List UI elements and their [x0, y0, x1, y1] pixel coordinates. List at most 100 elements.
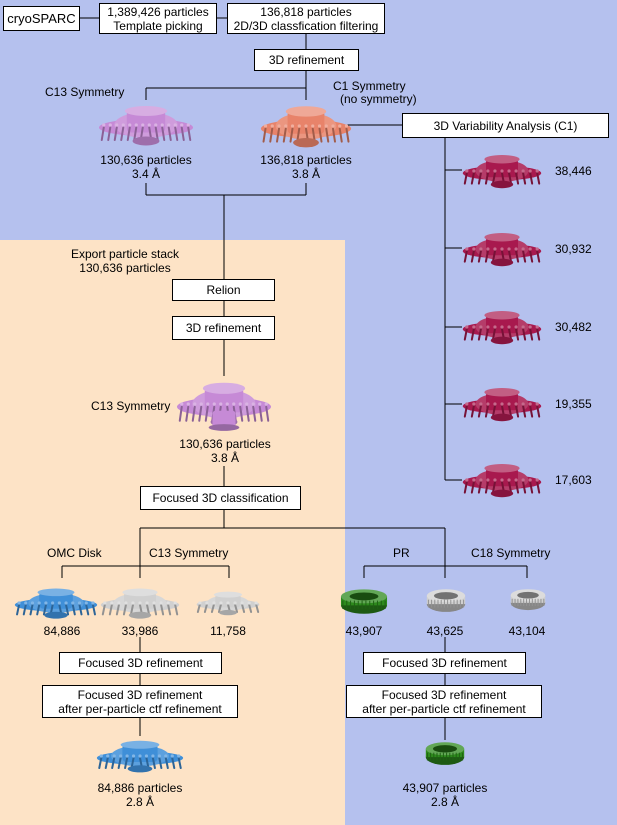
pr-ctf-refinement-line1: Focused 3D refinement — [381, 687, 507, 702]
density-map-graphic — [462, 311, 542, 345]
density-map-graphic — [462, 464, 542, 498]
density-map-graphic — [340, 589, 388, 614]
relion-result-particles: 130,636 particles — [179, 437, 271, 451]
pr-final-stats: 43,907 particles 2.8 Å — [390, 781, 500, 809]
relion-result-stats: 130,636 particles 3.8 Å — [170, 437, 280, 465]
cryosparc-c1-stats: 136,818 particles 3.8 Å — [256, 153, 356, 181]
variability-class-map — [462, 383, 542, 425]
pr-final-map — [425, 741, 465, 767]
focused-classification-label: Focused 3D classification — [152, 491, 289, 505]
density-map-graphic — [100, 588, 180, 619]
variability-class-count: 38,446 — [555, 164, 592, 178]
relion-box: Relion — [172, 279, 275, 301]
density-map-graphic — [462, 233, 542, 267]
omc-focused-refinement-box: Focused 3D refinement — [59, 652, 222, 674]
omc-class-count: 84,886 — [43, 624, 81, 638]
omc-final-map — [96, 736, 184, 776]
density-map-graphic — [176, 382, 272, 431]
export-line1: Export particle stack — [70, 247, 180, 261]
variability-class-map — [462, 306, 542, 348]
density-map-graphic — [425, 742, 465, 765]
c13-symmetry-label: C13 Symmetry — [45, 85, 125, 99]
variability-class-map — [462, 459, 542, 501]
template-picking-label: Template picking — [113, 18, 203, 33]
pr-ctf-refinement-line2: after per-particle ctf refinement — [362, 701, 526, 716]
pr-final-particles: 43,907 particles — [402, 781, 488, 795]
pr-class-map — [340, 588, 388, 616]
template-picking-box: 1,389,426 particles Template picking — [99, 3, 217, 34]
export-particle-stack-label: Export particle stack 130,636 particles — [60, 247, 190, 275]
pr-class-map — [426, 588, 466, 614]
cryosparc-c13-particles: 130,636 particles — [100, 153, 192, 167]
density-map-graphic — [260, 106, 352, 148]
density-map-graphic — [510, 589, 546, 611]
classification-filtering-count: 136,818 particles — [260, 4, 352, 19]
cryosparc-c13-stats: 130,636 particles 3.4 Å — [96, 153, 196, 181]
omc-class-map — [100, 584, 180, 622]
cryosparc-box: cryoSPARC — [3, 6, 80, 31]
variability-class-count: 30,482 — [555, 320, 592, 334]
omc-final-particles: 84,886 particles — [97, 781, 183, 795]
omc-class-map — [14, 584, 98, 622]
focused-classification-box: Focused 3D classification — [140, 486, 301, 510]
omc-class-map — [196, 588, 260, 618]
omc-final-resolution: 2.8 Å — [125, 795, 155, 809]
cryosparc-c13-resolution: 3.4 Å — [131, 167, 161, 181]
variability-class-map — [462, 228, 542, 270]
refinement-3d-box: 3D refinement — [254, 49, 359, 71]
pr-class-count: 43,625 — [426, 624, 464, 638]
density-map-graphic — [462, 388, 542, 422]
omc-class-count: 33,986 — [121, 624, 159, 638]
density-map-graphic — [426, 589, 466, 612]
omc-final-stats: 84,886 particles 2.8 Å — [85, 781, 195, 809]
variability-class-map — [462, 150, 542, 192]
density-map-graphic — [196, 591, 260, 616]
pr-label: PR — [393, 546, 410, 560]
omc-focused-refinement-label: Focused 3D refinement — [78, 656, 203, 670]
pr-ctf-refinement-box: Focused 3D refinement after per-particle… — [346, 685, 542, 718]
density-map-graphic — [462, 155, 542, 189]
pr-class-count: 43,907 — [345, 624, 383, 638]
cryosparc-label: cryoSPARC — [7, 10, 76, 26]
template-picking-count: 1,389,426 particles — [107, 4, 209, 19]
cryosparc-c1-map — [260, 100, 352, 152]
pr-class-map — [510, 588, 546, 612]
cryosparc-c13-map — [98, 100, 194, 150]
refinement-3d-label: 3D refinement — [268, 53, 345, 67]
relion-label: Relion — [206, 283, 241, 297]
pr-final-resolution: 2.8 Å — [430, 795, 460, 809]
variability-class-count: 17,603 — [555, 473, 592, 487]
relion-refinement-3d-label: 3D refinement — [185, 321, 262, 335]
export-line2: 130,636 particles — [79, 261, 171, 275]
variability-analysis-box: 3D Variability Analysis (C1) — [402, 113, 609, 138]
cryosparc-c1-particles: 136,818 particles — [260, 153, 352, 167]
pr-symmetry-label: C18 Symmetry — [471, 546, 551, 560]
omc-symmetry-label: C13 Symmetry — [149, 546, 229, 560]
pr-class-count: 43,104 — [508, 624, 546, 638]
variability-analysis-label: 3D Variability Analysis (C1) — [433, 118, 578, 133]
omc-ctf-refinement-line2: after per-particle ctf refinement — [58, 701, 222, 716]
density-map-graphic — [14, 588, 98, 619]
variability-class-count: 30,932 — [555, 242, 592, 256]
density-map-graphic — [98, 106, 194, 146]
omc-ctf-refinement-line1: Focused 3D refinement — [77, 687, 203, 702]
classification-filtering-label: 2D/3D classfication filtering — [233, 18, 379, 33]
density-map-graphic — [96, 740, 184, 773]
c1-symmetry-line1: C1 Symmetry — [333, 79, 406, 93]
classification-filtering-box: 136,818 particles 2D/3D classfication fi… — [227, 3, 385, 34]
pr-focused-refinement-box: Focused 3D refinement — [363, 652, 526, 674]
c1-symmetry-line2: (no symmetry) — [340, 92, 417, 106]
relion-result-resolution: 3.8 Å — [210, 451, 240, 465]
cryosparc-c1-resolution: 3.8 Å — [291, 167, 321, 181]
omc-ctf-refinement-box: Focused 3D refinement after per-particle… — [42, 685, 238, 718]
pr-focused-refinement-label: Focused 3D refinement — [382, 656, 507, 670]
relion-c13-symmetry-label: C13 Symmetry — [91, 399, 171, 413]
c1-symmetry-label: C1 Symmetry (no symmetry) — [333, 80, 417, 106]
variability-class-count: 19,355 — [555, 397, 592, 411]
relion-c13-map — [176, 376, 272, 432]
relion-refinement-3d-box: 3D refinement — [172, 316, 275, 340]
omc-disk-label: OMC Disk — [47, 546, 102, 560]
